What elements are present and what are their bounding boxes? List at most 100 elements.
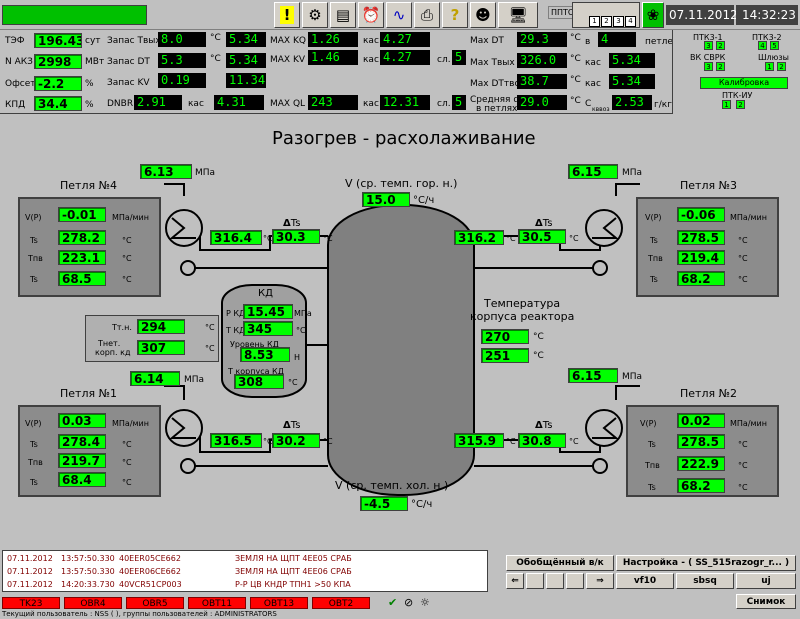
max-ql-sl: сл. <box>437 99 451 109</box>
calibration-button[interactable]: Калибровка <box>700 77 788 89</box>
ppts-digit[interactable]: 1 <box>589 16 600 27</box>
ppts-grid[interactable]: 1 2 3 4 <box>572 2 640 28</box>
nakz-label: N АКЗ <box>5 57 33 67</box>
ptk-indicator[interactable]: 3 <box>704 62 713 71</box>
loop4-dts-label: ΔTs <box>283 218 301 229</box>
kd-tk-label: Т корпуса КД <box>228 367 284 376</box>
loop3-ts-label: Ts <box>650 236 658 245</box>
v-cold-unit: °С/ч <box>411 499 433 510</box>
ptk-indicator[interactable]: 3 <box>704 41 713 50</box>
back-icon[interactable]: ⇐ <box>506 573 524 589</box>
warning-icon[interactable]: ! <box>274 2 300 28</box>
loop3-tpv-unit: °С <box>738 254 748 263</box>
uj-button[interactable]: uj <box>736 573 796 589</box>
max-ql-v1: 243 <box>308 95 358 110</box>
loop3-pressure: 6.15 <box>568 164 618 179</box>
loop2-tpv: 222.9 <box>677 456 725 471</box>
no-sound-icon[interactable]: ⊘ <box>404 596 414 609</box>
ppts-digit[interactable]: 4 <box>625 16 636 27</box>
alarm-button-obt13[interactable]: OBT13 <box>250 597 308 609</box>
loop1-temp-unit: °С <box>263 437 273 446</box>
user-icon[interactable]: ☻ <box>470 2 496 28</box>
kd-p-unit: МПа <box>294 309 312 318</box>
max-kv-v3: 5 <box>452 50 466 65</box>
event-row[interactable]: 07.11.2012 14:20:33.730 40VCR51CP003 Р-Р… <box>3 578 487 591</box>
max-kq-mid: кас <box>363 36 379 46</box>
forward-icon[interactable]: ⇒ <box>586 573 614 589</box>
event-row[interactable]: 07.11.2012 13:57:50.330 40EER06CE662 ЗЕМ… <box>3 565 487 578</box>
kpd-label: КПД <box>5 100 26 110</box>
alarm-button-obr4[interactable]: OBR4 <box>64 597 122 609</box>
ptkiu-label: ПТК-ИУ <box>722 91 753 100</box>
nav-blank-2[interactable] <box>546 573 564 589</box>
v-cold-value: -4.5 <box>360 496 408 511</box>
loop2-pressure-unit: МПа <box>622 372 643 382</box>
ptk-indicator[interactable]: 2 <box>736 100 745 109</box>
v-hot-label: V (ср. темп. гор. н.) <box>345 177 458 190</box>
alarm-button-obr5[interactable]: OBR5 <box>126 597 184 609</box>
alarm-button-obt11[interactable]: OBT11 <box>188 597 246 609</box>
settings-button[interactable]: Настройка - ( SS_515razogr_r... ) <box>616 555 796 571</box>
ptk-indicator[interactable]: 2 <box>716 41 725 50</box>
loop4-pressure: 6.13 <box>140 164 192 179</box>
ptk-indicator[interactable]: 2 <box>716 62 725 71</box>
loop4-title: Петля №4 <box>60 179 118 192</box>
max-ql-v3: 5 <box>452 95 466 110</box>
event-row[interactable]: 07.11.2012 13:57:50.330 40EER05CE662 ЗЕМ… <box>3 552 487 565</box>
zapas-dt-label: Запас DT <box>107 57 150 67</box>
alarm-button-obt2[interactable]: OBT2 <box>312 597 370 609</box>
snapshot-button[interactable]: Снимок <box>736 594 796 609</box>
ptk-indicator[interactable]: 2 <box>777 62 786 71</box>
vf10-button[interactable]: vf10 <box>616 573 674 589</box>
kd-t: 345 <box>243 321 293 336</box>
dnbr-label: DNBR <box>107 99 134 109</box>
zapas-dt-v2: 5.34 <box>226 53 266 68</box>
max-dt-tail: петле <box>645 37 673 47</box>
loop4-vp-unit: МПа/мин <box>112 213 149 222</box>
dnbr-v2: 4.31 <box>214 95 264 110</box>
printer-icon[interactable]: ⎙ <box>414 2 440 28</box>
document-icon[interactable]: ▤ <box>330 2 356 28</box>
corpus-label2: корпуса реактора <box>470 310 575 323</box>
kd-tk-unit: °С <box>288 378 298 387</box>
nav-blank-1[interactable] <box>526 573 544 589</box>
loop3-vp-label: V(P) <box>645 213 662 222</box>
loop3-ts2: 68.2 <box>677 271 725 286</box>
loop4-temp-unit: °С <box>263 234 273 243</box>
loop1-vp: 0.03 <box>58 413 106 428</box>
ptk-indicator[interactable]: 4 <box>758 41 767 50</box>
max-dttvs-v2: 5.34 <box>609 74 655 89</box>
ppts-digit[interactable]: 2 <box>601 16 612 27</box>
alarm-button-tk23[interactable]: TK23 <box>2 597 60 609</box>
loop1-ts-unit: °С <box>122 440 132 449</box>
v-cold-label: V (ср. темп. хол. н.) <box>335 479 449 492</box>
corpus-label1: Температура <box>484 297 561 310</box>
general-button[interactable]: Обобщённый в/к <box>506 555 614 571</box>
max-ql-mid: кас <box>363 99 379 109</box>
ptk-indicator[interactable]: 1 <box>722 100 731 109</box>
gear-icon[interactable]: ⚙ <box>302 2 328 28</box>
monitor-icon[interactable]: 🖥 <box>498 2 538 28</box>
ppts-digit[interactable]: 3 <box>613 16 624 27</box>
loop4-ts-unit: °С <box>122 236 132 245</box>
kd-tk: 308 <box>234 374 284 389</box>
corpus-t1: 270 <box>481 329 529 344</box>
ptk-indicator[interactable]: 5 <box>770 41 779 50</box>
help-icon[interactable]: ? <box>442 2 468 28</box>
nav-blank-3[interactable] <box>566 573 584 589</box>
alarm-clock-icon[interactable]: ⏰ <box>358 2 384 28</box>
sbsq-button[interactable]: sbsq <box>676 573 734 589</box>
loop1-ts: 278.4 <box>58 434 106 449</box>
plant-icon[interactable]: ❀ <box>642 2 664 28</box>
max-tvyh-mid: кас <box>585 58 601 68</box>
dnbr-mid: кас <box>188 99 204 109</box>
ptk-indicator[interactable]: 1 <box>765 62 774 71</box>
max-kv-mid: кас <box>363 55 379 65</box>
max-dttvs-v1: 38.7 <box>517 74 567 89</box>
max-kq-v1: 1.26 <box>308 32 358 47</box>
lamp-icon[interactable]: ☼ <box>420 596 430 609</box>
loop3-dts-label: ΔTs <box>535 218 553 229</box>
checkmark-icon[interactable]: ✔ <box>388 596 398 609</box>
kpd-value: 34.4 <box>34 96 82 111</box>
sine-wave-icon[interactable]: ∿ <box>386 2 412 28</box>
